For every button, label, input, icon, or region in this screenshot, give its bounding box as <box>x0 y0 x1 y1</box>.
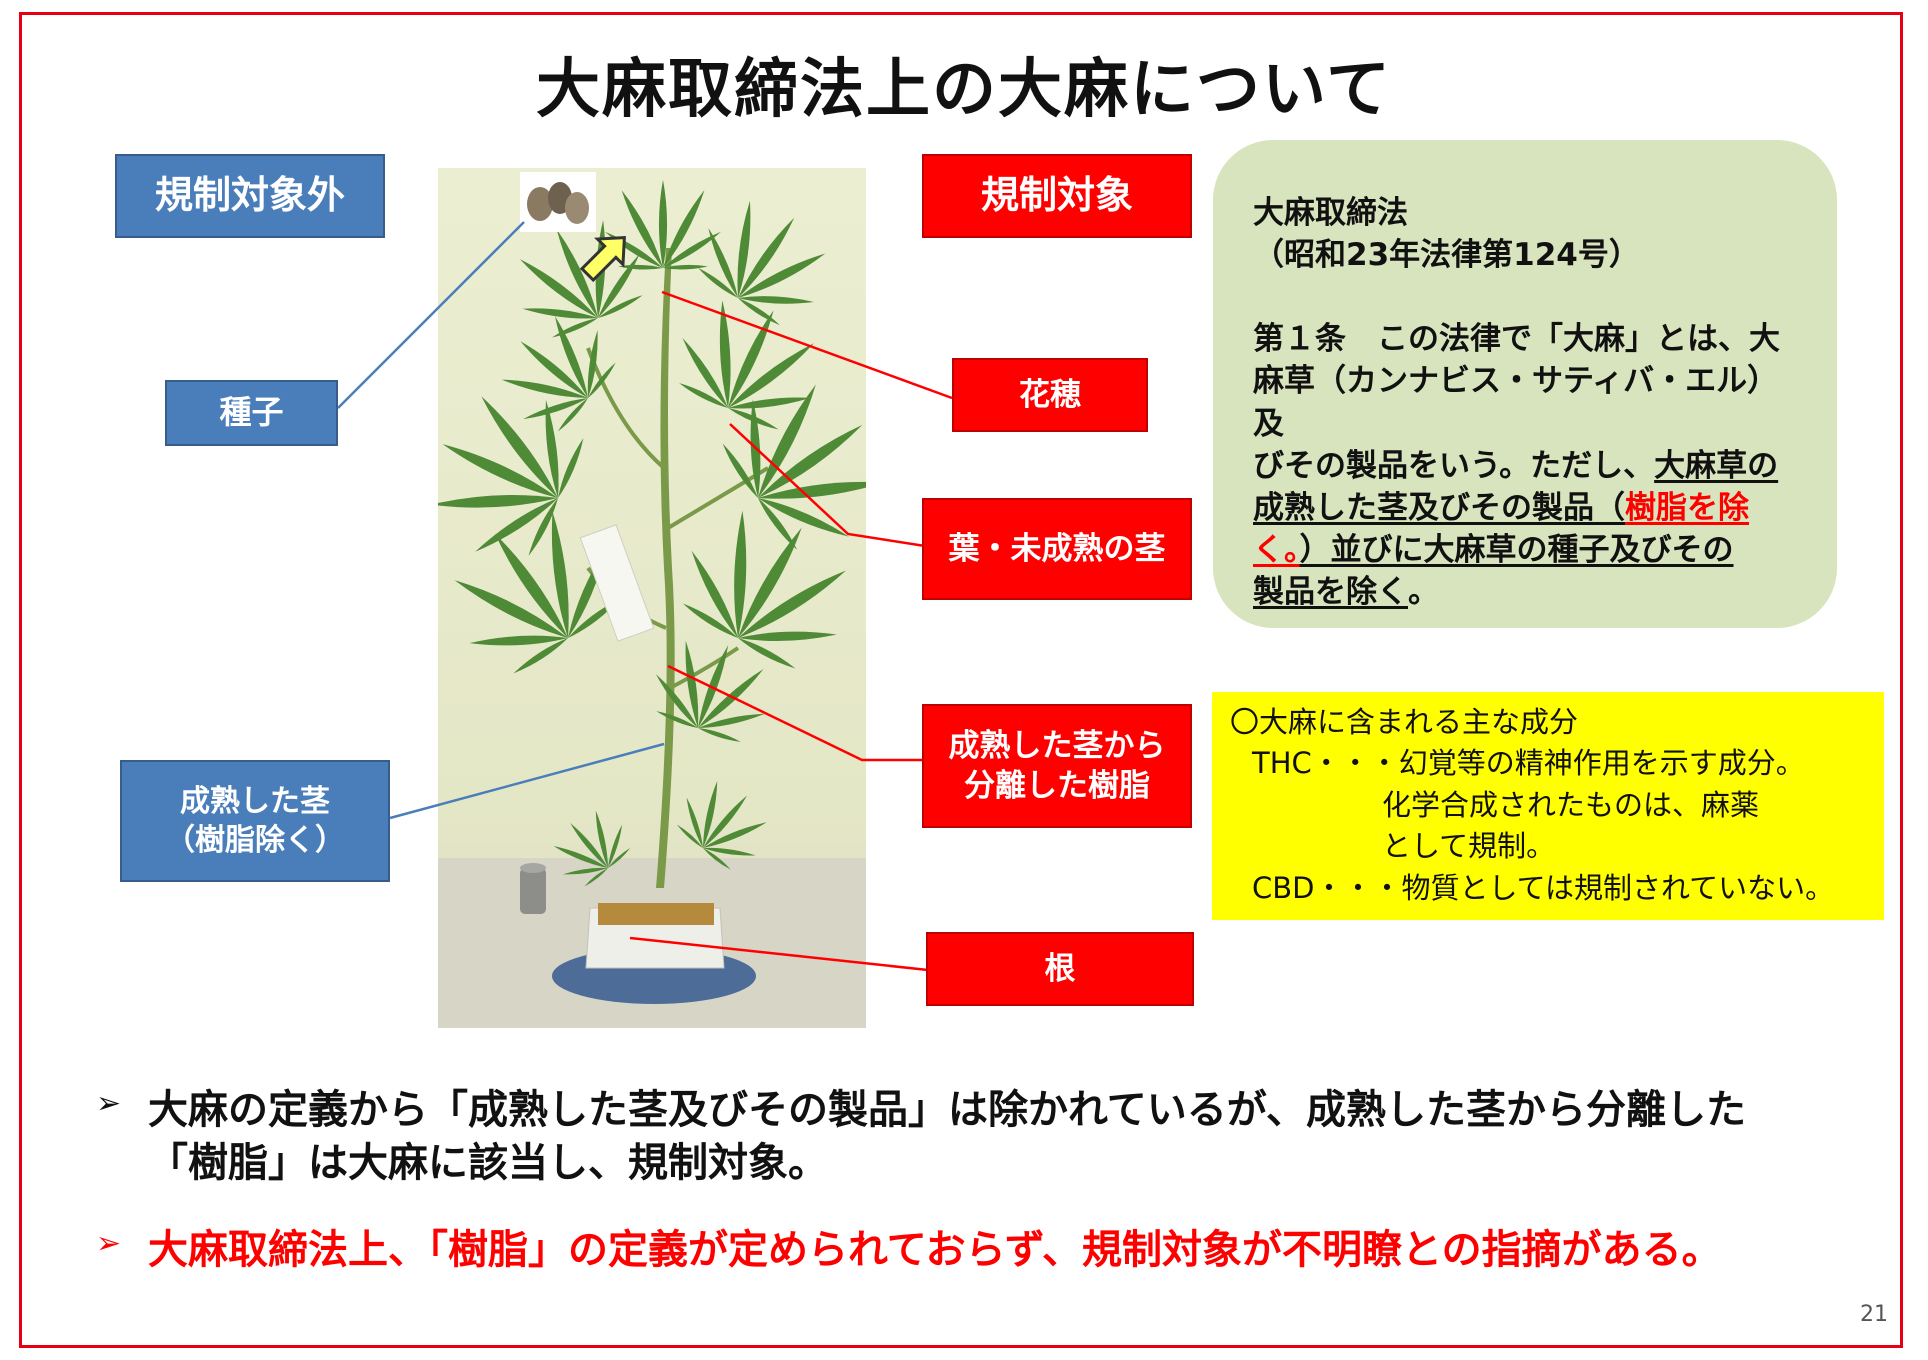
root-label: 根 <box>926 932 1194 1006</box>
thc-line1: THC・・・幻覚等の精神作用を示す成分。 <box>1252 746 1805 781</box>
leaf-stem-label: 葉・未成熟の茎 <box>922 498 1192 600</box>
bullet-marker-icon: ➢ <box>96 1086 122 1121</box>
not-regulated-header: 規制対象外 <box>115 154 385 238</box>
resin-line2: 分離した樹脂 <box>964 768 1150 804</box>
thc-line3: として規制。 <box>1382 829 1556 864</box>
bullet-1-line2: 「樹脂」は大麻に該当し、規制対象。 <box>148 1140 828 1187</box>
page-number: 21 <box>1860 1302 1888 1327</box>
article-line1: 第１条 この法律で「大麻」とは、大 <box>1253 321 1780 358</box>
bullet-1-line1: 大麻の定義から「成熟した茎及びその製品」は除かれているが、成熟した茎から分離した <box>148 1087 1746 1133</box>
bullet-marker-icon: ➢ <box>96 1226 122 1261</box>
article-line4: 成熟した茎及びその製品（樹脂を除 <box>1253 487 1803 529</box>
components-box: 〇大麻に含まれる主な成分 THC・・・幻覚等の精神作用を示す成分。 化学合成され… <box>1212 692 1884 920</box>
hemp-plant-photo <box>438 168 866 1028</box>
article-line4-a: 成熟した茎及びその製品（ <box>1253 489 1625 526</box>
regulated-header: 規制対象 <box>922 154 1192 238</box>
mature-stem-line2: （樹脂除く） <box>165 823 345 858</box>
article-line3: びその製品をいう。ただし、大麻草の <box>1253 445 1803 487</box>
cbd-line: CBD・・・物質としては規制されていない。 <box>1252 870 1835 905</box>
article-line2: 麻草（カンナビス・サティバ・エル）及 <box>1253 363 1779 442</box>
mature-stem-label: 成熟した茎 （樹脂除く） <box>120 760 390 882</box>
mature-stem-line1: 成熟した茎 <box>180 784 330 819</box>
article-line5-b: ）並びに大麻草の種子及びその <box>1299 532 1734 569</box>
thc-line2: 化学合成されたものは、麻薬 <box>1382 787 1760 822</box>
article-line3-a: びその製品をいう。ただし、 <box>1253 447 1655 484</box>
resin-line1: 成熟した茎から <box>948 727 1166 764</box>
article-line6-a: 製品を除く <box>1253 574 1408 611</box>
law-name: 大麻取締法 <box>1253 195 1408 231</box>
article-line4-b: 樹脂を除 <box>1625 489 1749 526</box>
law-definition-box: 大麻取締法 （昭和23年法律第124号） 第１条 この法律で「大麻」とは、大 麻… <box>1213 140 1837 628</box>
article-line5: く。）並びに大麻草の種子及びその <box>1253 529 1803 571</box>
article-line5-a: く。 <box>1253 532 1300 569</box>
slide-title: 大麻取締法上の大麻について <box>535 53 1393 127</box>
bullet-item-2: ➢ 大麻取締法上、「樹脂」の定義が定められておらず、規制対象が不明瞭との指摘があ… <box>96 1224 1722 1277</box>
article-line3-b: 大麻草の <box>1654 447 1779 484</box>
seed-label: 種子 <box>165 380 338 446</box>
bullet-2-line1: 大麻取締法上、「樹脂」の定義が定められておらず、規制対象が不明瞭との指摘がある。 <box>148 1227 1722 1273</box>
bullet-item-1: ➢ 大麻の定義から「成熟した茎及びその製品」は除かれているが、成熟した茎から分離… <box>96 1084 1746 1190</box>
components-heading: 〇大麻に含まれる主な成分 <box>1230 705 1579 739</box>
flower-label: 花穂 <box>952 358 1148 432</box>
resin-label: 成熟した茎から 分離した樹脂 <box>922 704 1192 828</box>
article-line6-b: 。 <box>1408 574 1439 611</box>
law-number: （昭和23年法律第124号） <box>1253 237 1640 274</box>
article-line6: 製品を除く。 <box>1253 571 1803 613</box>
slide-frame <box>19 12 1903 1348</box>
